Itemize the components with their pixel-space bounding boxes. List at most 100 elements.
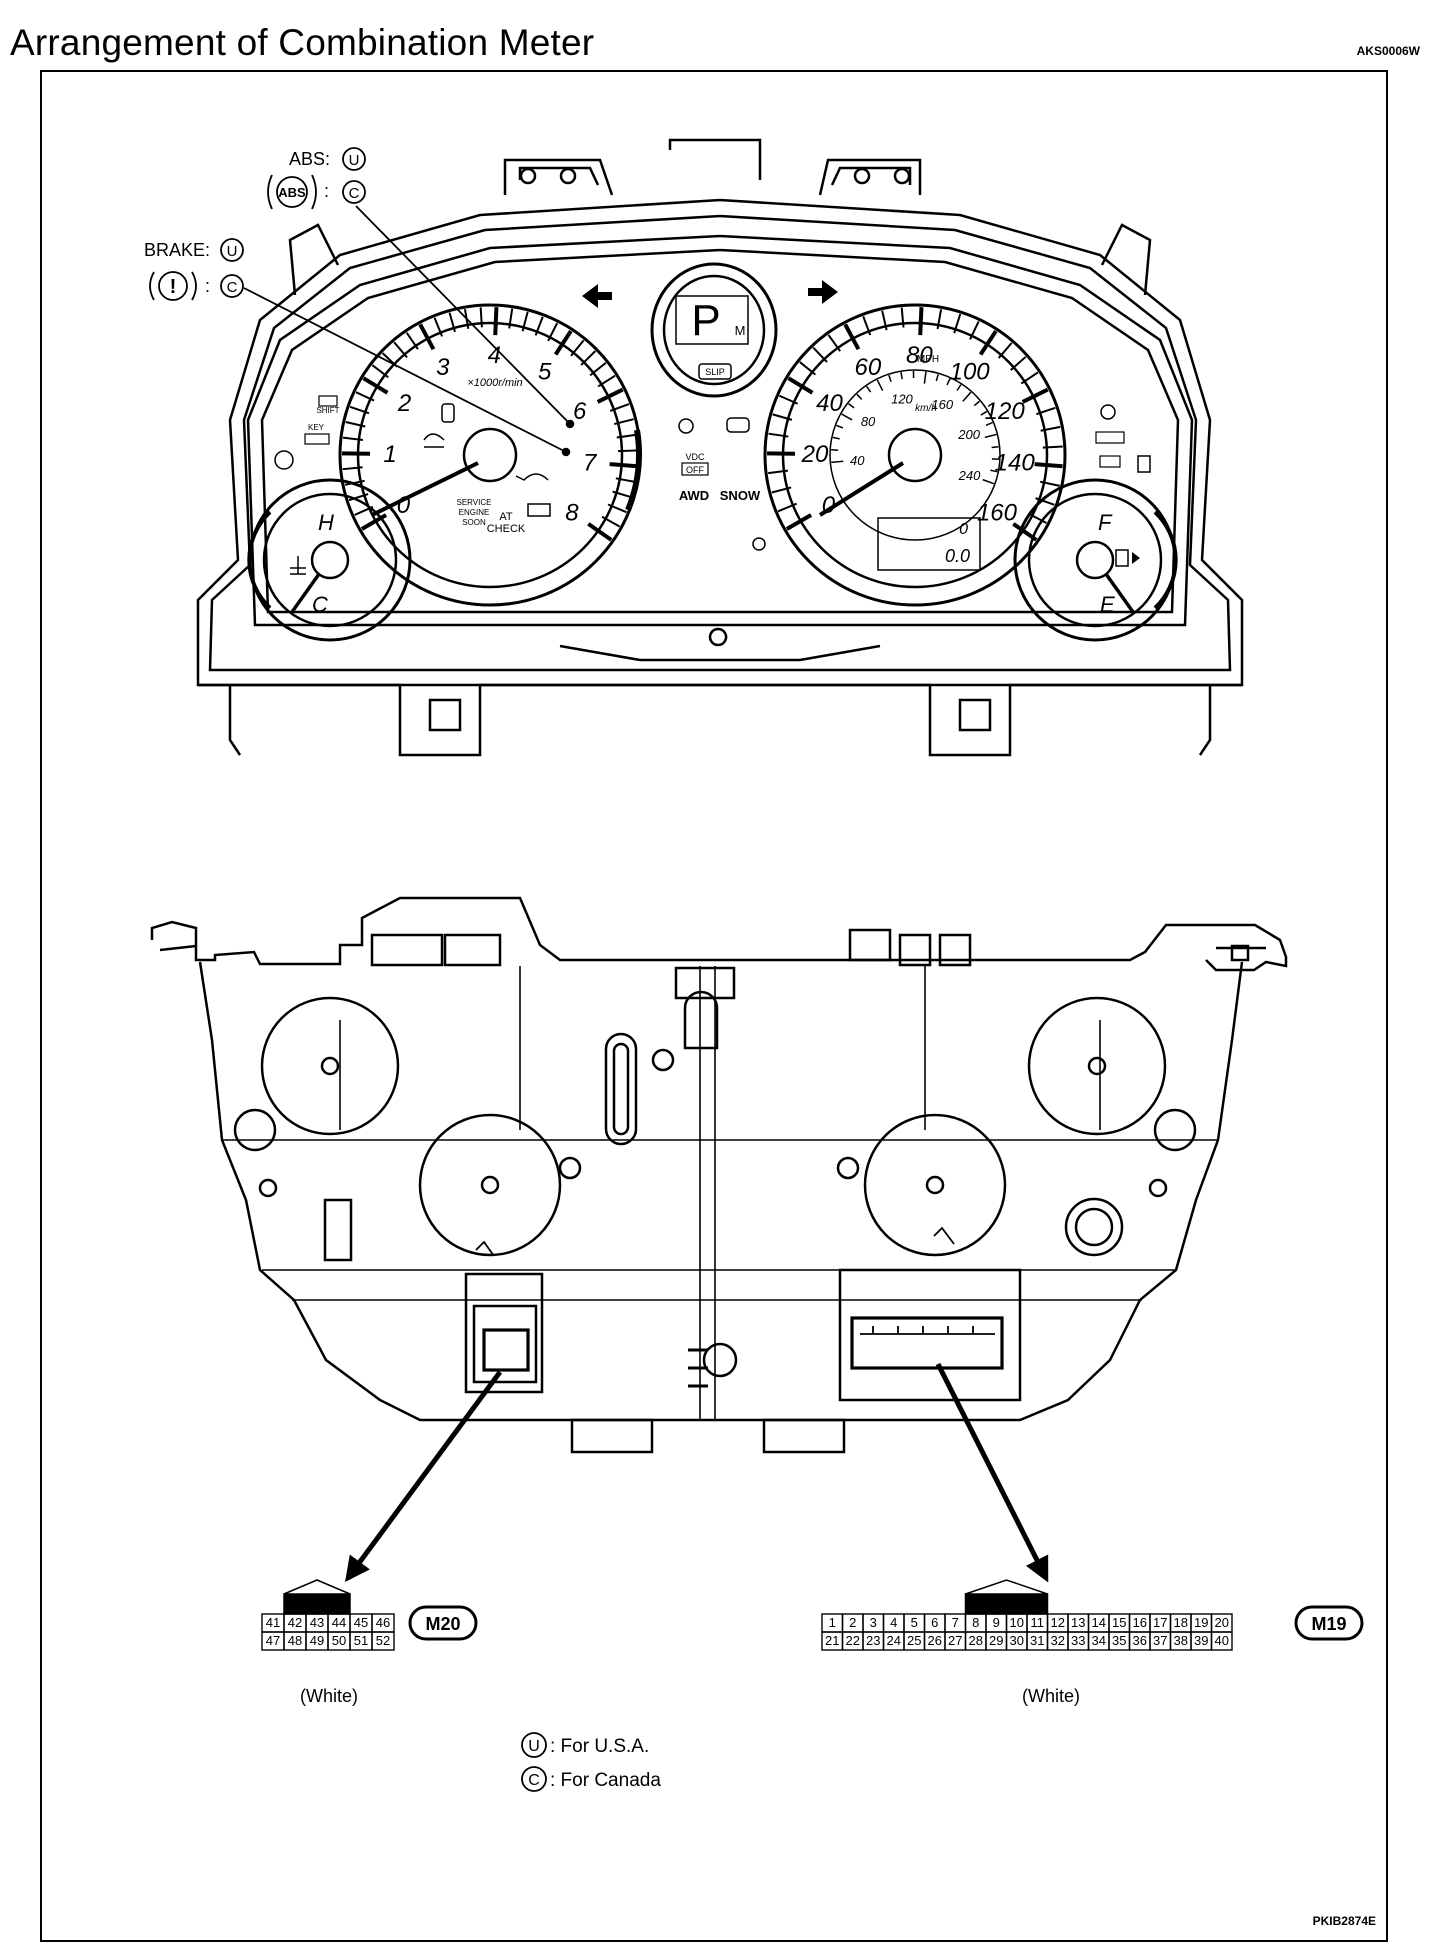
mph-number: 40 <box>816 390 843 417</box>
tachometer-tick <box>613 418 634 426</box>
kmh-number: 120 <box>891 391 913 406</box>
mph-tick <box>1020 371 1039 385</box>
kmh-number: 160 <box>931 397 953 412</box>
tachometer-tick <box>405 332 419 350</box>
center-display: P M SLIP VDC OFF AWD SNOW <box>582 262 838 551</box>
m19-pin-number: 26 <box>928 1633 942 1648</box>
low-fuel-icon <box>1137 455 1151 473</box>
key-indicator <box>304 433 330 445</box>
tachometer-tick <box>433 317 443 337</box>
mph-tick <box>997 342 1013 359</box>
set-indicator <box>1099 455 1121 468</box>
mph-tick <box>1028 512 1047 524</box>
tachometer-tick <box>612 490 633 499</box>
tachometer-number: 7 <box>583 450 598 477</box>
m19-color-label: (White) <box>1022 1686 1080 1706</box>
fuel-empty-label: E <box>1100 592 1115 617</box>
slip-label: SLIP <box>705 367 725 377</box>
m20-pin-number: 44 <box>332 1615 346 1630</box>
service-engine-label: SERVICE <box>457 498 492 507</box>
trip-reset-knob <box>752 537 766 551</box>
m20-pin-number: 50 <box>332 1633 346 1648</box>
mph-tick <box>953 313 962 334</box>
washer-icon <box>423 433 445 448</box>
kmh-number: 40 <box>850 453 865 468</box>
m19-pin-number: 17 <box>1153 1615 1167 1630</box>
m19-connector-id: M19 <box>1311 1614 1346 1634</box>
m19-pin-number: 29 <box>989 1633 1003 1648</box>
m19-pin-number: 9 <box>993 1615 1000 1630</box>
vdc-off-indicator <box>681 462 709 476</box>
kmh-tick <box>888 374 892 383</box>
legend-usa: U : For U.S.A. <box>521 1732 649 1758</box>
tachometer-tick <box>393 341 408 359</box>
shift-label: SHIFT <box>316 406 339 415</box>
m20-pointer-arrow <box>345 1370 503 1583</box>
abs-canada-letter: C <box>349 185 360 202</box>
m19-pin-number: 14 <box>1092 1615 1106 1630</box>
tachometer-tick <box>570 339 585 357</box>
legend-canada-text: : For Canada <box>550 1770 661 1791</box>
mph-tick <box>978 329 998 356</box>
brake-usa-badge <box>220 238 244 262</box>
m20-pin-number: 42 <box>288 1615 302 1630</box>
speedometer-inner-ticks <box>831 371 999 485</box>
abs-badge-text: ABS <box>278 185 306 200</box>
m19-pointer-arrow <box>935 1362 1049 1583</box>
tachometer-tick <box>580 350 597 366</box>
mph-number: 60 <box>855 354 882 381</box>
turn-right-icon <box>808 280 838 304</box>
legend-canada-letter: C <box>528 1772 540 1789</box>
mph-tick <box>777 502 797 513</box>
tachometer-tick <box>607 503 627 514</box>
brake-badge-text: ! <box>170 276 177 298</box>
kmh-tick <box>865 385 872 393</box>
temp-low-label: C <box>312 592 328 617</box>
mph-tick <box>787 376 814 395</box>
fuel-door-arrow-icon <box>1132 552 1140 564</box>
kmh-tick <box>856 393 863 400</box>
tachometer-tick <box>589 362 607 377</box>
m19-pin-number: 40 <box>1215 1633 1229 1648</box>
tachometer-tick <box>355 391 375 402</box>
m19-pin-number: 36 <box>1133 1633 1147 1648</box>
tachometer-number: 2 <box>397 390 411 417</box>
m19-pin-number: 15 <box>1112 1615 1126 1630</box>
tire-pressure-icon <box>274 450 294 470</box>
mph-tick <box>918 307 924 336</box>
mph-tick <box>771 486 792 494</box>
m19-pin-number: 30 <box>1010 1633 1024 1648</box>
tachometer-tick <box>418 323 436 351</box>
kmh-number: 240 <box>958 468 981 483</box>
m19-pin-number: 16 <box>1133 1615 1147 1630</box>
brake-warning-badge <box>158 271 188 301</box>
m19-pin-number: 33 <box>1071 1633 1085 1648</box>
headlight-icon <box>726 417 750 433</box>
mph-number: 140 <box>995 450 1036 477</box>
kmh-unit: km/h <box>915 403 937 414</box>
kmh-tick <box>962 391 972 402</box>
tachometer-number: 5 <box>538 358 552 385</box>
m20-pin-number: 47 <box>266 1633 280 1648</box>
kmh-tick <box>991 446 999 449</box>
tachometer-number: 8 <box>565 499 579 526</box>
brake-badge-colon: : <box>205 276 210 296</box>
m20-pin-number: 41 <box>266 1615 280 1630</box>
tachometer-number: 1 <box>383 441 396 468</box>
tachometer-redzone <box>625 429 642 512</box>
m20-pin-number: 51 <box>354 1633 368 1648</box>
speedometer-ticks <box>766 307 1063 542</box>
m20-pin-number: 52 <box>376 1633 390 1648</box>
abs-warning-badge <box>276 176 308 208</box>
tachometer-number: 4 <box>488 342 501 369</box>
m20-pin-cell <box>371 1631 395 1651</box>
fuel-full-label: F <box>1098 510 1113 535</box>
m19-pin-number: 8 <box>972 1615 979 1630</box>
m19-pin-number: 18 <box>1174 1615 1188 1630</box>
tachometer-tick <box>342 436 364 441</box>
brake-callout: BRAKE: U ! : C <box>144 238 567 453</box>
kmh-tick <box>980 410 988 416</box>
mph-tick <box>862 315 872 336</box>
